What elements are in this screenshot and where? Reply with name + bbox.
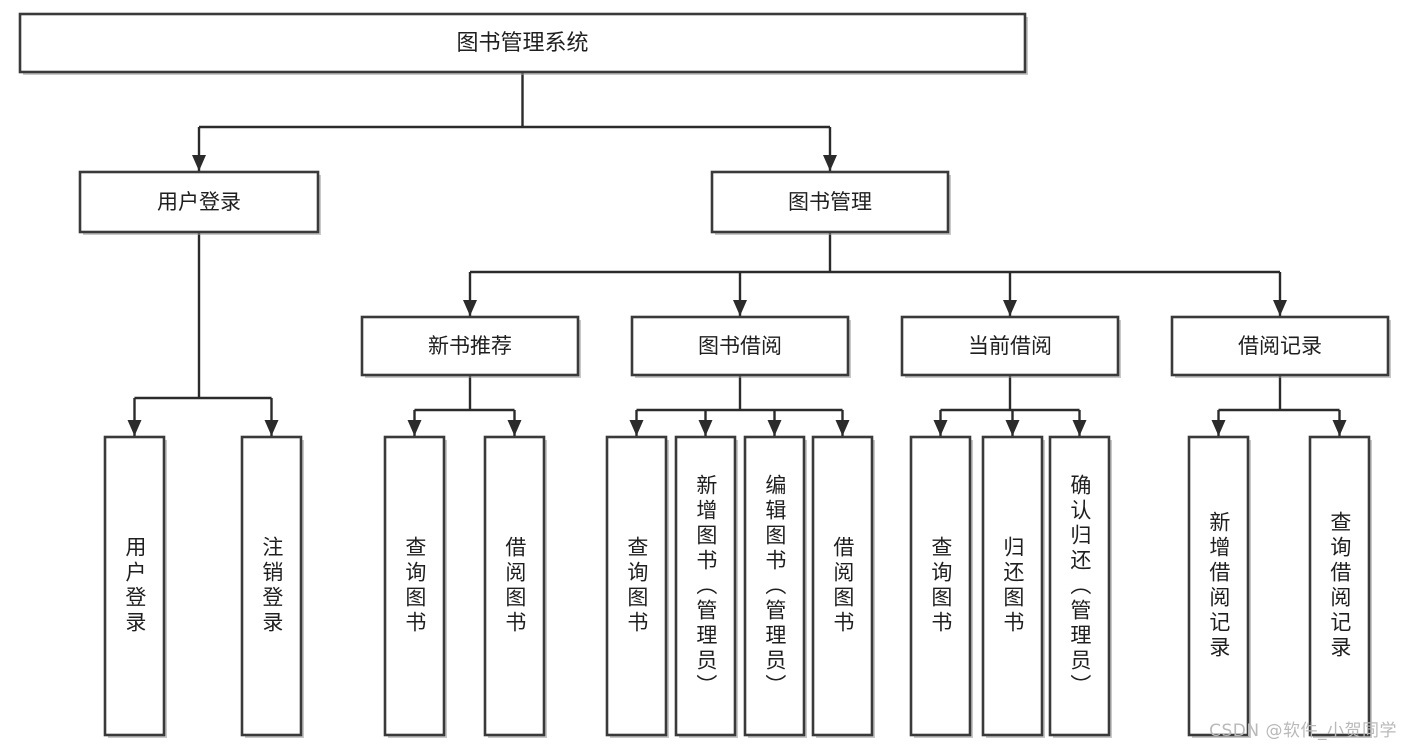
level1-node-0-label: 用户登录	[157, 190, 241, 214]
leaf-node-11-rect[interactable]	[1187, 435, 1250, 737]
arrow-head-icon	[629, 420, 644, 436]
leaf-node-2-rect[interactable]	[383, 435, 446, 737]
leaf-node-9[interactable]	[981, 435, 1045, 738]
arrow-head-icon	[835, 420, 850, 436]
leaf-node-1-rect[interactable]	[240, 435, 303, 737]
root-node-rect[interactable]	[18, 12, 1027, 74]
level2-node-0-label: 新书推荐	[428, 334, 512, 358]
arrow-head-icon	[933, 420, 948, 436]
level1-node-1-rect[interactable]	[710, 170, 950, 234]
arrow-head-icon	[1211, 420, 1226, 436]
leaf-node-10[interactable]	[1048, 435, 1112, 738]
arrow-head-icon	[733, 300, 747, 316]
leaf-node-8-rect[interactable]	[909, 435, 972, 737]
arrow-head-icon	[823, 155, 837, 171]
arrow-head-icon	[1273, 300, 1287, 316]
level2-node-3[interactable]	[1170, 315, 1391, 378]
leaf-node-0[interactable]	[103, 435, 167, 738]
arrow-head-icon	[407, 420, 422, 436]
level2-node-0[interactable]	[360, 315, 581, 378]
level1-node-1[interactable]	[710, 170, 951, 235]
level1-node-0[interactable]	[78, 170, 321, 235]
arrow-head-icon	[127, 420, 142, 436]
leaf-node-3-rect[interactable]	[483, 435, 546, 737]
leaf-node-10-rect[interactable]	[1048, 435, 1111, 737]
leaf-node-6-rect[interactable]	[743, 435, 806, 737]
leaf-node-8[interactable]	[909, 435, 973, 738]
level2-node-3-rect[interactable]	[1170, 315, 1390, 377]
leaf-node-11[interactable]	[1187, 435, 1251, 738]
level2-node-1-rect[interactable]	[630, 315, 850, 377]
arrow-head-icon	[507, 420, 522, 436]
arrow-head-icon	[1072, 420, 1087, 436]
arrow-head-icon	[1332, 420, 1347, 436]
leaf-node-6[interactable]	[743, 435, 807, 738]
level2-node-3-label: 借阅记录	[1238, 334, 1322, 358]
edges-layer	[127, 72, 1347, 436]
leaf-node-12[interactable]	[1308, 435, 1372, 738]
leaf-node-3[interactable]	[483, 435, 547, 738]
arrow-head-icon	[192, 155, 206, 171]
level2-node-2-rect[interactable]	[900, 315, 1120, 377]
leaf-node-4[interactable]	[605, 435, 669, 738]
level2-node-2[interactable]	[900, 315, 1121, 378]
level2-node-1[interactable]	[630, 315, 851, 378]
leaf-node-5-rect[interactable]	[674, 435, 737, 737]
arrow-head-icon	[698, 420, 713, 436]
leaf-node-5[interactable]	[674, 435, 738, 738]
level2-node-2-label: 当前借阅	[968, 334, 1052, 358]
arrow-head-icon	[1005, 420, 1020, 436]
watermark-text: CSDN @软件_小贺同学	[1209, 721, 1397, 741]
level1-node-0-rect[interactable]	[78, 170, 320, 234]
level2-node-1-label: 图书借阅	[698, 334, 782, 358]
leaf-node-0-rect[interactable]	[103, 435, 166, 737]
root-node-label: 图书管理系统	[456, 31, 588, 56]
level2-node-0-rect[interactable]	[360, 315, 580, 377]
boxes-layer	[18, 12, 1391, 738]
arrow-head-icon	[767, 420, 782, 436]
leaf-node-7[interactable]	[811, 435, 875, 738]
leaf-node-4-rect[interactable]	[605, 435, 668, 737]
root-node[interactable]	[18, 12, 1028, 75]
leaf-node-9-rect[interactable]	[981, 435, 1044, 737]
leaf-node-12-rect[interactable]	[1308, 435, 1371, 737]
leaf-node-1[interactable]	[240, 435, 304, 738]
arrow-head-icon	[463, 300, 477, 316]
leaf-node-2[interactable]	[383, 435, 447, 738]
level1-node-1-label: 图书管理	[788, 190, 872, 214]
leaf-node-7-rect[interactable]	[811, 435, 874, 737]
arrow-head-icon	[264, 420, 279, 436]
arrow-head-icon	[1003, 300, 1017, 316]
